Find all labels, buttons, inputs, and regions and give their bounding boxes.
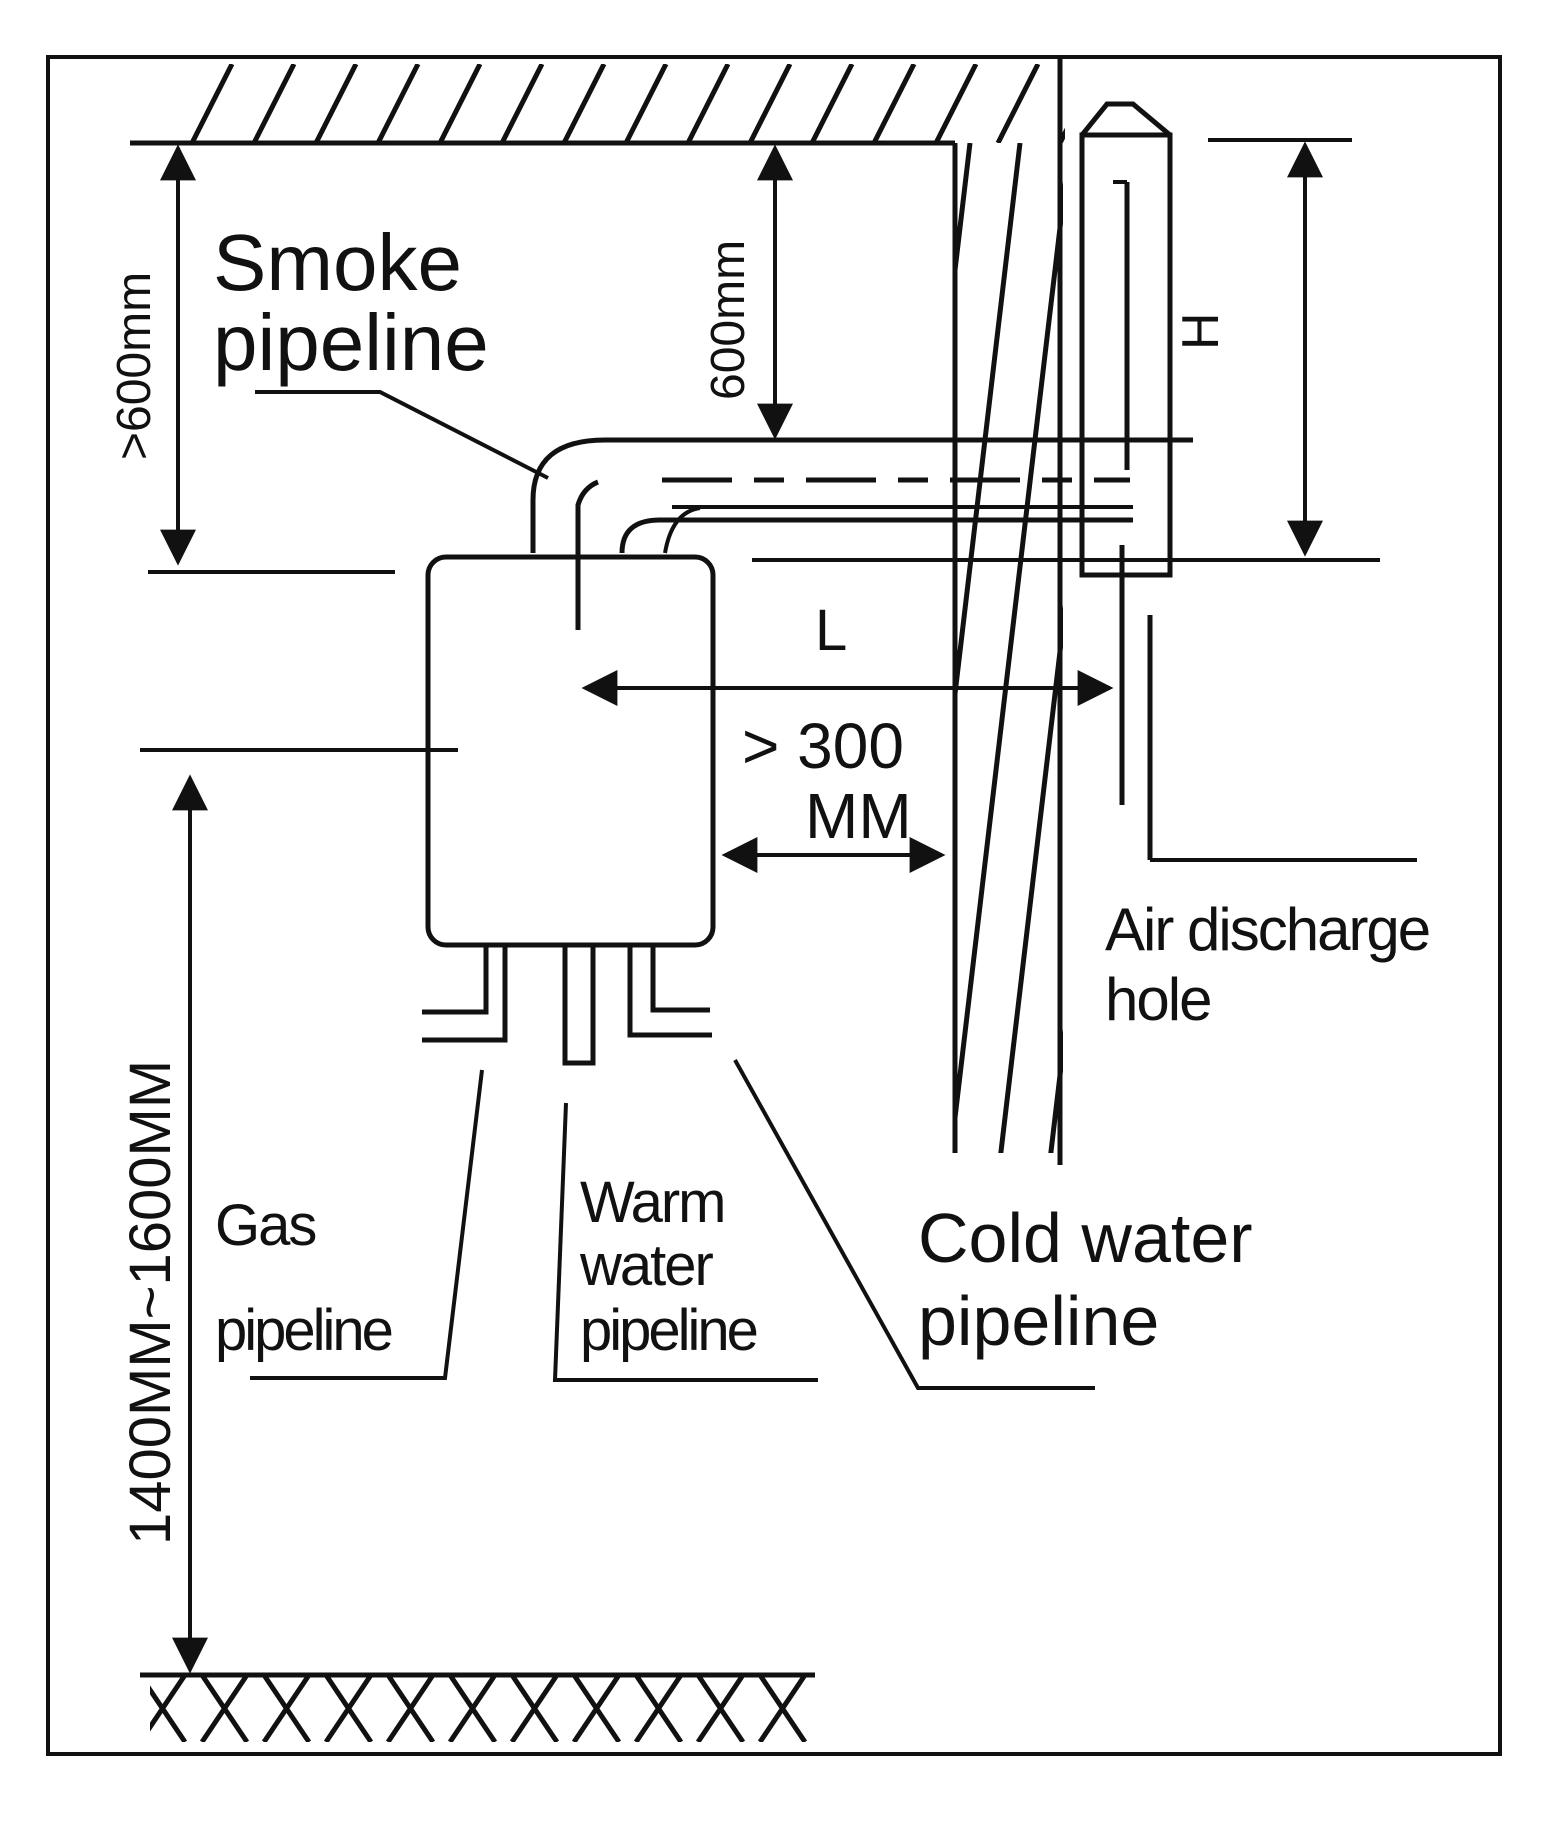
hatch-stroke [809, 64, 855, 143]
hatch-stroke [561, 64, 607, 143]
label-gas-1: Gas [215, 1193, 315, 1258]
hatch-stroke [499, 64, 545, 143]
hatch-stroke [747, 64, 793, 143]
label-l: L [815, 598, 847, 663]
label-smoke-1: Smoke [213, 218, 462, 307]
cold-leader [733, 1059, 1095, 1390]
hatch-stroke [871, 64, 917, 143]
smoke-pipe-inner2 [663, 506, 701, 554]
label-gt300-2: MM [805, 780, 912, 852]
label-h: H [1172, 312, 1230, 350]
smoke-leader [255, 390, 549, 480]
hatch-stroke [685, 64, 731, 143]
label-air-1: Air discharge [1105, 896, 1429, 963]
hatch-stroke [251, 64, 297, 143]
hatch-stroke [571, 1675, 622, 1742]
label-600mm: 600mm [702, 240, 755, 400]
label-height-range: 1400MM~1600MM [118, 1060, 183, 1545]
label-cold-2: pipeline [918, 1282, 1159, 1360]
hatch-stroke [437, 64, 483, 143]
hatch-stroke [199, 1675, 250, 1742]
hatch-stroke [933, 64, 979, 143]
floor-hatch [150, 1675, 808, 1742]
hatch-stroke [955, 143, 973, 292]
hatch-stroke [375, 64, 421, 143]
label-over-600mm: >600mm [108, 272, 161, 460]
label-warm-3: pipeline [580, 1298, 757, 1363]
flue-cap [1080, 101, 1172, 137]
label-air-2: hole [1105, 966, 1210, 1033]
smoke-pipe-outer [530, 437, 1193, 553]
hatch-stroke [1057, 127, 1065, 143]
outer-frame [46, 55, 1502, 1756]
ceiling-hatch [130, 64, 1065, 143]
hatch-stroke [955, 180, 1063, 1139]
hatch-stroke [509, 1675, 560, 1742]
hatch-stroke [955, 143, 1023, 716]
label-cold-1: Cold water [918, 1199, 1253, 1277]
hatch-stroke [695, 1675, 746, 1742]
hatch-stroke [385, 1675, 436, 1742]
label-gt300-1: > 300 [742, 710, 904, 782]
flue-pipe [1079, 132, 1173, 578]
gas-leader [250, 1069, 484, 1380]
hatch-stroke [313, 64, 359, 143]
cold-water-connector [627, 945, 712, 1038]
smoke-pipe-centerline [575, 479, 600, 630]
label-warm-1: Warm [580, 1170, 724, 1235]
water-heater-unit [425, 554, 716, 948]
hatch-stroke [261, 1675, 312, 1742]
gas-connector [422, 945, 508, 1043]
label-warm-2: water [579, 1233, 714, 1298]
hatch-stroke [323, 1675, 374, 1742]
smoke-pipe-inner [619, 517, 1133, 554]
hatch-stroke [189, 64, 235, 143]
hatch-stroke [757, 1675, 808, 1742]
hatch-stroke [447, 1675, 498, 1742]
hatch-stroke [130, 64, 170, 143]
hatch-stroke [623, 64, 669, 143]
hatch-stroke [150, 1685, 188, 1742]
warm-leader [552, 1102, 818, 1382]
hatch-stroke [633, 1675, 684, 1742]
warm-water-connector [562, 942, 596, 1066]
hatch-stroke [995, 64, 1041, 143]
label-smoke-2: pipeline [213, 298, 489, 387]
label-gas-2: pipeline [215, 1298, 392, 1363]
